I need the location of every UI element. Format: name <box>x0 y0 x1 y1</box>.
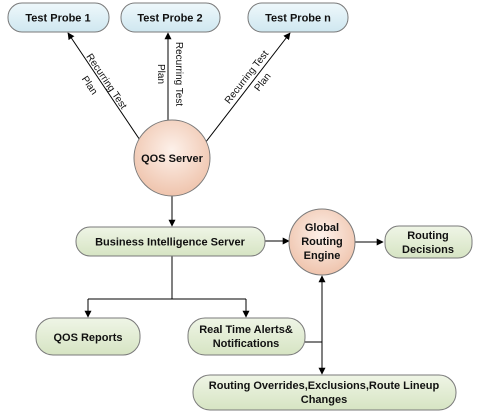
edge-proben-qos <box>194 32 291 157</box>
node-test-probe-n: Test Probe n <box>247 2 349 33</box>
edge-labels: Recurring Test Plan Recurring Test Plan … <box>79 42 274 112</box>
edges <box>67 32 384 375</box>
node-label: Test Probe 2 <box>137 13 202 25</box>
node-label-line1: Global <box>305 222 339 234</box>
node-label-line2: Changes <box>301 394 347 406</box>
node-label-line1: Routing <box>407 230 449 242</box>
node-test-probe-1: Test Probe 1 <box>7 2 110 33</box>
node-label-line2: Notifications <box>213 338 280 350</box>
node-label: QOS Server <box>141 153 203 165</box>
node-qos-server: QOS Server <box>133 119 211 197</box>
node-global-routing-engine: Global Routing Engine <box>288 208 356 276</box>
node-routing-overrides: Routing Overrides,Exclusions,Route Lineu… <box>192 374 457 411</box>
node-label-line2: Decisions <box>402 244 454 256</box>
node-routing-decisions: Routing Decisions <box>384 225 473 259</box>
node-label-line1: Real Time Alerts& <box>199 324 293 336</box>
node-business-intelligence-server: Business Intelligence Server <box>75 226 266 257</box>
node-label-line2: Routing <box>301 236 343 248</box>
node-label-line3: Engine <box>304 250 341 262</box>
edge-label-rtp2-line2: Plan <box>155 64 166 84</box>
node-label: Test Probe n <box>265 13 331 25</box>
edge-label-rtp1-line2: Plan <box>79 74 99 97</box>
node-real-time-alerts: Real Time Alerts& Notifications <box>187 317 306 356</box>
edge-label-rtp2-line1: Recurring Test <box>173 42 184 107</box>
edge-probe1-qos <box>67 32 151 156</box>
node-test-probe-2: Test Probe 2 <box>120 2 221 33</box>
node-label: Test Probe 1 <box>25 13 90 25</box>
node-qos-reports: QOS Reports <box>35 317 141 356</box>
node-label-line1: Routing Overrides,Exclusions,Route Lineu… <box>209 380 440 392</box>
node-label: QOS Reports <box>53 332 122 344</box>
node-label: Business Intelligence Server <box>95 237 246 249</box>
